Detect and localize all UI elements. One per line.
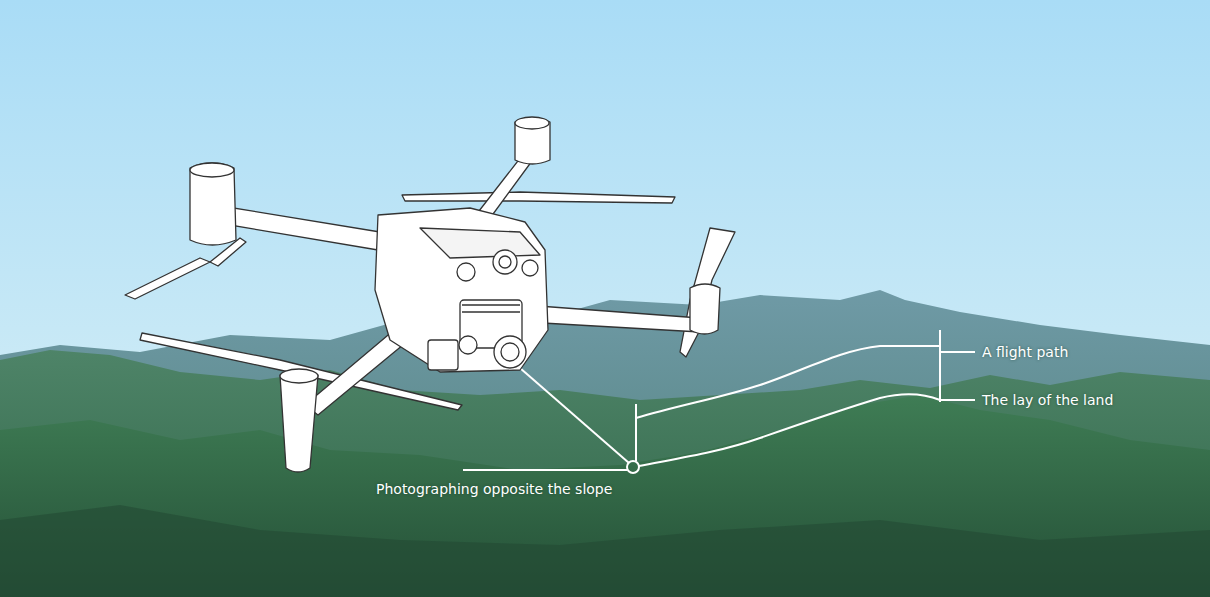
foreground-slope <box>0 505 1210 597</box>
flight-path-label: A flight path <box>982 343 1068 361</box>
altitude-line <box>635 404 637 461</box>
horizontal-line <box>463 469 627 471</box>
photo-label: Photographing opposite the slope <box>376 480 612 498</box>
target-point <box>627 461 639 473</box>
camera-line <box>520 368 629 463</box>
far-ridge <box>0 290 1210 597</box>
profile-lines <box>463 330 975 473</box>
land-line <box>639 394 940 466</box>
middle-ridge <box>0 350 1210 597</box>
bracket <box>939 330 941 402</box>
drone-illustration <box>125 117 735 472</box>
flight-path-line <box>636 346 940 418</box>
land-label: The lay of the land <box>982 391 1113 409</box>
near-ridge <box>0 395 1210 597</box>
leader-line <box>940 399 975 401</box>
leader-line <box>940 351 975 353</box>
